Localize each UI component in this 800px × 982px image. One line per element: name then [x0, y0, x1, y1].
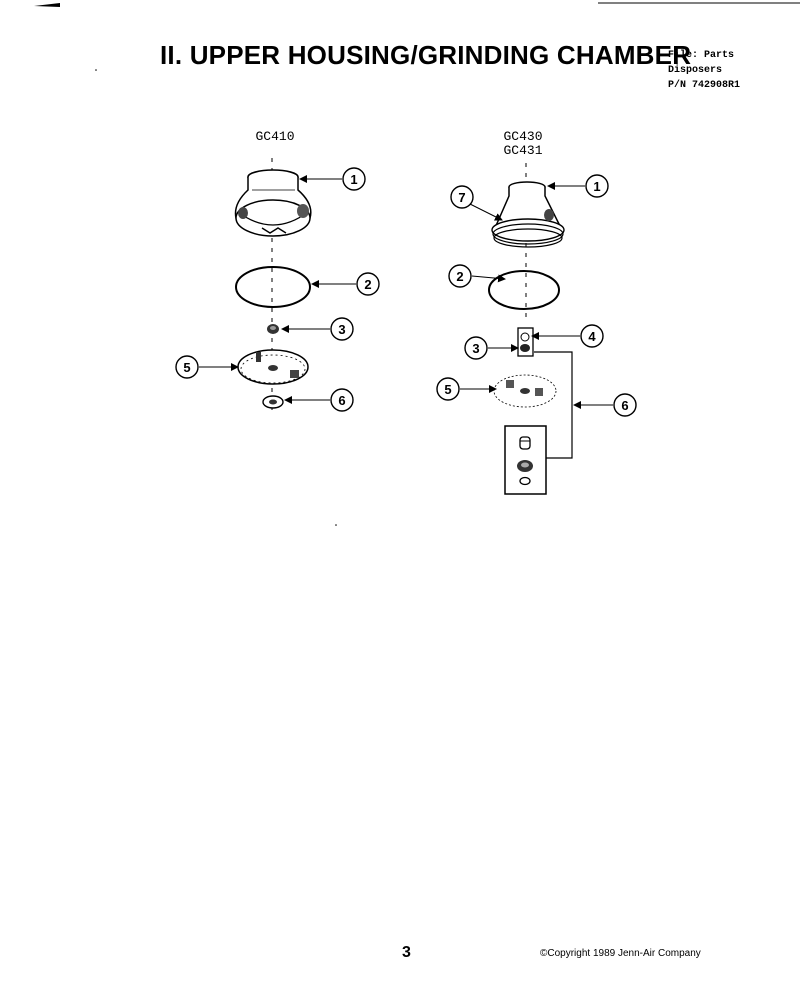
file-info-line-2: Disposers	[668, 65, 723, 76]
callout-gc430-1: 1	[585, 174, 609, 198]
callout-gc430-3: 3	[464, 336, 488, 360]
callout-gc430-5: 5	[436, 377, 460, 401]
model-label-gc430-gc431: GC430 GC431	[498, 130, 548, 158]
callout-gc430-7: 7	[450, 185, 474, 209]
gc410-assembly: 1 2 3 5 6	[175, 158, 380, 412]
gc430-upper-housing	[491, 181, 565, 248]
svg-text:6: 6	[338, 393, 345, 408]
callout-gc410-5: 5	[175, 355, 199, 379]
callout-gc410-2: 2	[356, 272, 380, 296]
speck	[335, 524, 337, 526]
model-label-gc430: GC430	[503, 129, 543, 144]
file-info-line-3: P/N 742908R1	[668, 80, 741, 91]
page-title: II. UPPER HOUSING/GRINDING CHAMBER	[160, 40, 692, 70]
svg-text:3: 3	[338, 322, 345, 337]
svg-text:3: 3	[472, 341, 479, 356]
page-number: 3	[402, 944, 411, 961]
gc410-gasket	[235, 266, 311, 308]
gc430-turntable	[493, 374, 557, 408]
model-label-gc410: GC410	[255, 129, 295, 144]
callout-gc430-2: 2	[448, 264, 472, 288]
svg-text:4: 4	[588, 329, 596, 344]
svg-text:7: 7	[458, 190, 465, 205]
copyright-notice: ©Copyright 1989 Jenn-Air Company	[540, 948, 701, 959]
gc430-assembly: 7 1 2 4 3 5 6	[436, 163, 637, 495]
svg-text:1: 1	[350, 172, 357, 187]
corner-mark-top-left	[34, 3, 60, 7]
file-info: File: Parts Disposers P/N 742908R1	[668, 48, 740, 93]
gc430-gasket	[488, 270, 560, 310]
svg-text:2: 2	[456, 269, 463, 284]
svg-text:2: 2	[364, 277, 371, 292]
svg-text:1: 1	[593, 179, 600, 194]
file-info-line-1: File: Parts	[668, 50, 735, 61]
model-label-gc431: GC431	[503, 143, 543, 158]
gc430-kit-bracket	[534, 351, 573, 459]
svg-text:6: 6	[621, 398, 628, 413]
callout-gc430-6: 6	[613, 393, 637, 417]
callout-gc430-4: 4	[580, 324, 604, 348]
callout-gc410-6: 6	[330, 388, 354, 412]
gc430-hammer-assembly	[517, 327, 534, 357]
gc410-nut	[267, 324, 279, 334]
speck	[95, 69, 97, 71]
gc410-upper-housing	[234, 169, 312, 237]
callout-gc410-1: 1	[342, 167, 366, 191]
callout-gc410-3: 3	[330, 317, 354, 341]
svg-text:5: 5	[183, 360, 190, 375]
gc410-washer	[262, 395, 284, 409]
svg-text:5: 5	[444, 382, 451, 397]
gc410-grinding-plate	[237, 349, 309, 385]
gc430-parts-kit-box	[504, 425, 547, 495]
